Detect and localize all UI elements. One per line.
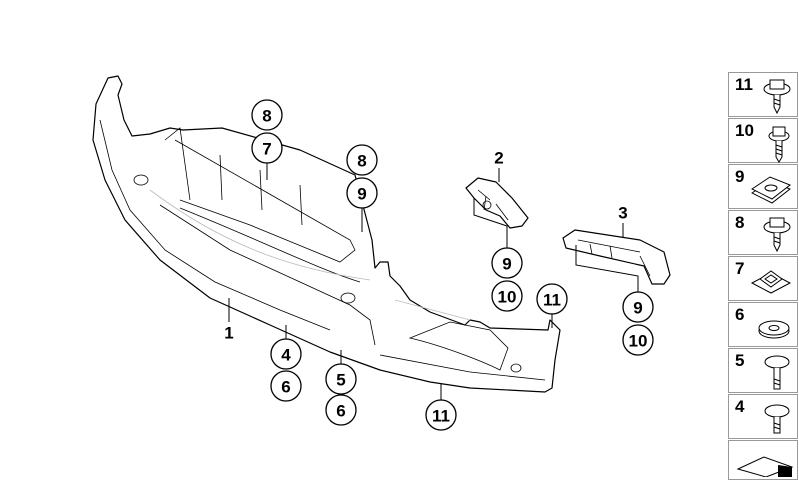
svg-text:4: 4 bbox=[281, 346, 291, 365]
torx-screw-short-icon bbox=[764, 404, 790, 434]
callout-11[interactable]: 11 bbox=[425, 399, 457, 431]
hex-flange-screw-icon bbox=[763, 217, 791, 253]
washer-icon bbox=[758, 320, 790, 339]
callout-9[interactable]: 9 bbox=[622, 291, 654, 323]
legend-item-7[interactable]: 7 bbox=[728, 256, 798, 301]
legend-item-10[interactable]: 10 bbox=[728, 118, 798, 163]
callout-8[interactable]: 8 bbox=[251, 99, 283, 131]
svg-text:11: 11 bbox=[543, 291, 561, 310]
callout-11[interactable]: 11 bbox=[536, 283, 568, 315]
svg-text:6: 6 bbox=[281, 378, 290, 397]
legend-number: 5 bbox=[735, 351, 745, 370]
svg-text:8: 8 bbox=[357, 152, 366, 171]
legend-item-11[interactable]: 11 bbox=[728, 72, 798, 117]
callout-4[interactable]: 4 bbox=[270, 338, 302, 370]
legend-number: 11 bbox=[735, 75, 753, 94]
svg-text:5: 5 bbox=[336, 371, 345, 390]
legend-item-8[interactable]: 8 bbox=[728, 210, 798, 255]
part-label-3: 3 bbox=[618, 204, 627, 223]
callout-6[interactable]: 6 bbox=[325, 394, 357, 426]
diagram-symbol-icon bbox=[736, 456, 794, 477]
svg-text:8: 8 bbox=[262, 107, 271, 126]
callout-7[interactable]: 7 bbox=[251, 132, 283, 164]
callout-8[interactable]: 8 bbox=[346, 144, 378, 176]
legend-item-5[interactable]: 5 bbox=[728, 348, 798, 393]
bracket-right bbox=[562, 229, 671, 285]
bracket-left bbox=[465, 177, 529, 229]
svg-text:7: 7 bbox=[262, 140, 271, 159]
clip-nut-icon bbox=[751, 176, 791, 204]
hex-screw-long-icon bbox=[768, 126, 790, 163]
square-grommet-icon bbox=[750, 270, 792, 294]
callout-6[interactable]: 6 bbox=[270, 370, 302, 402]
svg-text:9: 9 bbox=[357, 185, 366, 204]
part-label-2: 2 bbox=[494, 149, 503, 168]
svg-text:9: 9 bbox=[502, 255, 511, 274]
legend-number: 10 bbox=[735, 121, 754, 140]
callout-10[interactable]: 10 bbox=[622, 324, 654, 356]
bumper-cover bbox=[92, 75, 561, 393]
hex-flange-screw-icon bbox=[763, 79, 791, 115]
callout-9[interactable]: 9 bbox=[491, 247, 523, 279]
callout-5[interactable]: 5 bbox=[325, 363, 357, 395]
callout-10[interactable]: 10 bbox=[491, 280, 523, 312]
legend-number: 4 bbox=[735, 397, 745, 416]
callout-9[interactable]: 9 bbox=[346, 177, 378, 209]
svg-text:6: 6 bbox=[336, 402, 345, 421]
torx-screw-icon bbox=[764, 355, 790, 390]
svg-text:10: 10 bbox=[629, 332, 648, 351]
part-label-1: 1 bbox=[224, 324, 233, 343]
legend-item-6[interactable]: 6 bbox=[728, 302, 798, 347]
legend-item-symbol bbox=[728, 440, 798, 480]
legend-number: 9 bbox=[735, 167, 745, 186]
legend-item-4[interactable]: 4 bbox=[728, 394, 798, 439]
legend-number: 8 bbox=[735, 213, 745, 232]
svg-text:11: 11 bbox=[432, 407, 450, 426]
legend-item-9[interactable]: 9 bbox=[728, 164, 798, 209]
leader-lines bbox=[228, 163, 639, 400]
legend-number: 6 bbox=[735, 305, 745, 324]
legend-number: 7 bbox=[735, 259, 745, 278]
svg-text:10: 10 bbox=[498, 288, 517, 307]
svg-text:9: 9 bbox=[633, 299, 642, 318]
